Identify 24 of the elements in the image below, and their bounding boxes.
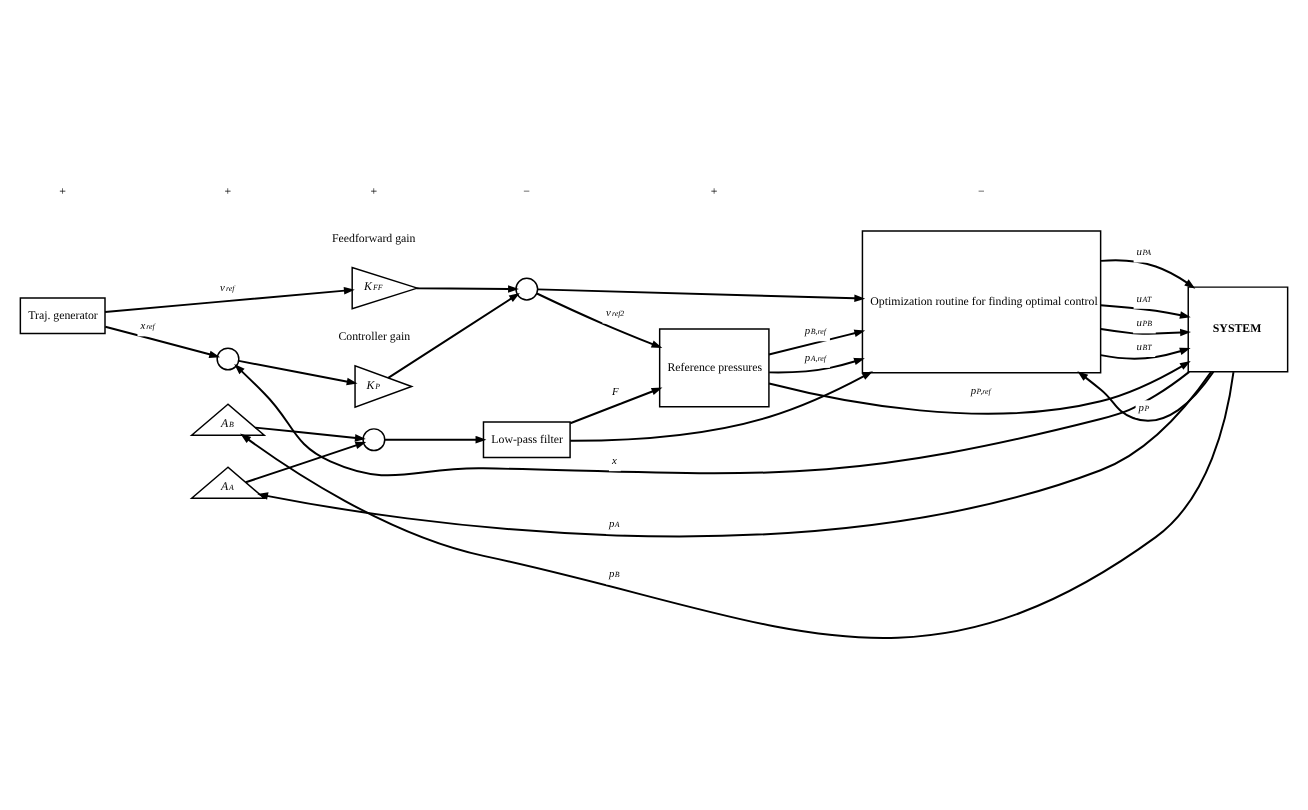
node-circle [362,427,386,451]
arrow [240,370,1235,638]
arrow [1100,258,1196,288]
arrow [1099,327,1191,336]
arrow [387,291,520,378]
arrow [535,291,663,348]
arrow [536,287,866,302]
node-circle [216,346,240,370]
arrow [383,434,487,443]
arrow [1099,346,1191,359]
arrow [244,440,367,483]
arrow [768,356,865,373]
arrow [104,285,355,312]
arrow [767,328,866,355]
node-circle [515,276,539,300]
arrow [768,360,1191,414]
arrow [254,425,366,441]
arrow [104,324,221,358]
arrow [415,284,519,292]
arrow [237,358,358,385]
arrow [569,370,873,441]
arrow [1099,303,1191,318]
arrow [569,386,663,424]
arrow [234,363,1191,476]
